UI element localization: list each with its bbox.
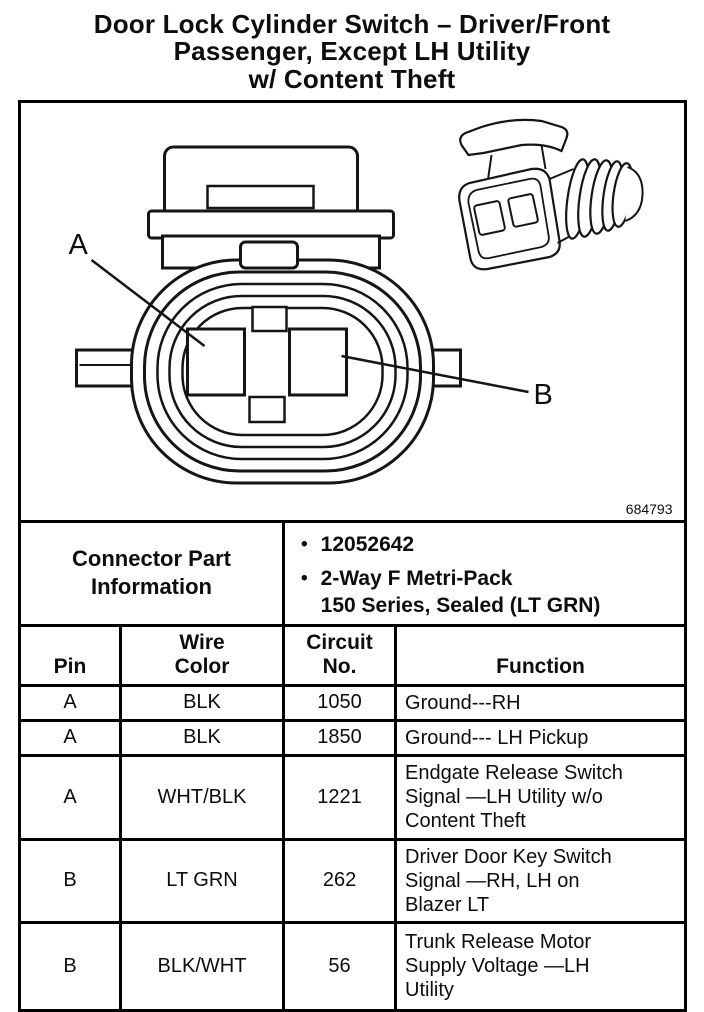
wire-color-header: Wire Color	[118, 623, 286, 687]
circuit-no-cell: 262	[282, 837, 398, 924]
title-line-1: Door Lock Cylinder Switch – Driver/Front	[93, 9, 611, 39]
table-row: B BLK/WHT 56 Trunk Release Motor Supply …	[18, 920, 687, 1012]
circuit-no-header: Circuit No.	[282, 623, 398, 687]
connector-part-info-details: • 12052642 • 2-Way F Metri-Pack 150 Seri…	[282, 519, 687, 627]
function-cell: Driver Door Key Switch Signal —RH, LH on…	[394, 837, 687, 924]
connector-diagram-svg: A B	[69, 118, 673, 517]
part-number: 12052642	[320, 532, 415, 556]
pin-cell: B	[18, 837, 122, 924]
circuit-no-cell: 1221	[282, 753, 398, 841]
part-number-item: • 12052642	[301, 532, 680, 559]
connector-diagram: A B	[18, 99, 687, 523]
connector-info-row: Connector Part Information • 12052642 • …	[17, 519, 687, 627]
function-cell: Ground---RH	[394, 683, 687, 722]
circuit-no-cell: 1850	[282, 718, 398, 757]
function-cell: Ground--- LH Pickup	[394, 718, 687, 757]
pin-cell: A	[18, 683, 122, 722]
connector-perspective-view	[458, 118, 644, 271]
table-row: B LT GRN 262 Driver Door Key Switch Sign…	[18, 837, 687, 924]
connector-front-view	[75, 145, 462, 485]
table-row: A WHT/BLK 1221 Endgate Release Switch Si…	[18, 753, 687, 841]
terminal-b-cavity	[288, 327, 348, 397]
connector-spec-table: Connector Part Information • 12052642 • …	[17, 519, 687, 1012]
connector-type-item: • 2-Way F Metri-Pack 150 Series, Sealed …	[301, 566, 680, 620]
terminal-b-leader-line	[341, 354, 529, 394]
table-row: A BLK 1850 Ground--- LH Pickup	[18, 718, 687, 757]
wire-color-cell: BLK	[118, 683, 286, 722]
wire-color-cell: WHT/BLK	[118, 753, 286, 841]
terminal-a-leader-line	[90, 258, 206, 347]
function-cell: Trunk Release Motor Supply Voltage —LH U…	[394, 920, 687, 1012]
wire-color-cell: BLK/WHT	[118, 920, 286, 1012]
pin-header: Pin	[18, 623, 122, 687]
table-header-row: Pin Wire Color Circuit No. Function	[18, 623, 687, 687]
function-cell: Endgate Release Switch Signal —LH Utilit…	[394, 753, 687, 841]
bullet-icon: •	[301, 567, 308, 589]
content-frame: A B	[17, 99, 687, 1012]
terminal-b-label: B	[534, 379, 553, 411]
pin-cell: B	[18, 920, 122, 1012]
circuit-no-cell: 1050	[282, 683, 398, 722]
terminal-a-label: A	[69, 229, 89, 261]
page-title: Door Lock Cylinder Switch – Driver/Front…	[0, 0, 704, 93]
function-header: Function	[394, 623, 687, 687]
connector-type: 2-Way F Metri-Pack 150 Series, Sealed (L…	[320, 566, 601, 617]
bullet-icon: •	[301, 533, 308, 555]
connector-part-info-label: Connector Part Information	[17, 519, 286, 627]
figure-number: 684793	[626, 501, 673, 517]
pin-cell: A	[18, 718, 122, 757]
wire-color-cell: BLK	[118, 718, 286, 757]
circuit-no-cell: 56	[282, 920, 398, 1012]
wire-color-cell: LT GRN	[118, 837, 286, 924]
title-line-2: Passenger, Except LH Utility	[173, 36, 531, 67]
pin-cell: A	[18, 753, 122, 841]
table-row: A BLK 1050 Ground---RH	[18, 683, 687, 722]
title-line-3: w/ Content Theft	[248, 63, 456, 94]
